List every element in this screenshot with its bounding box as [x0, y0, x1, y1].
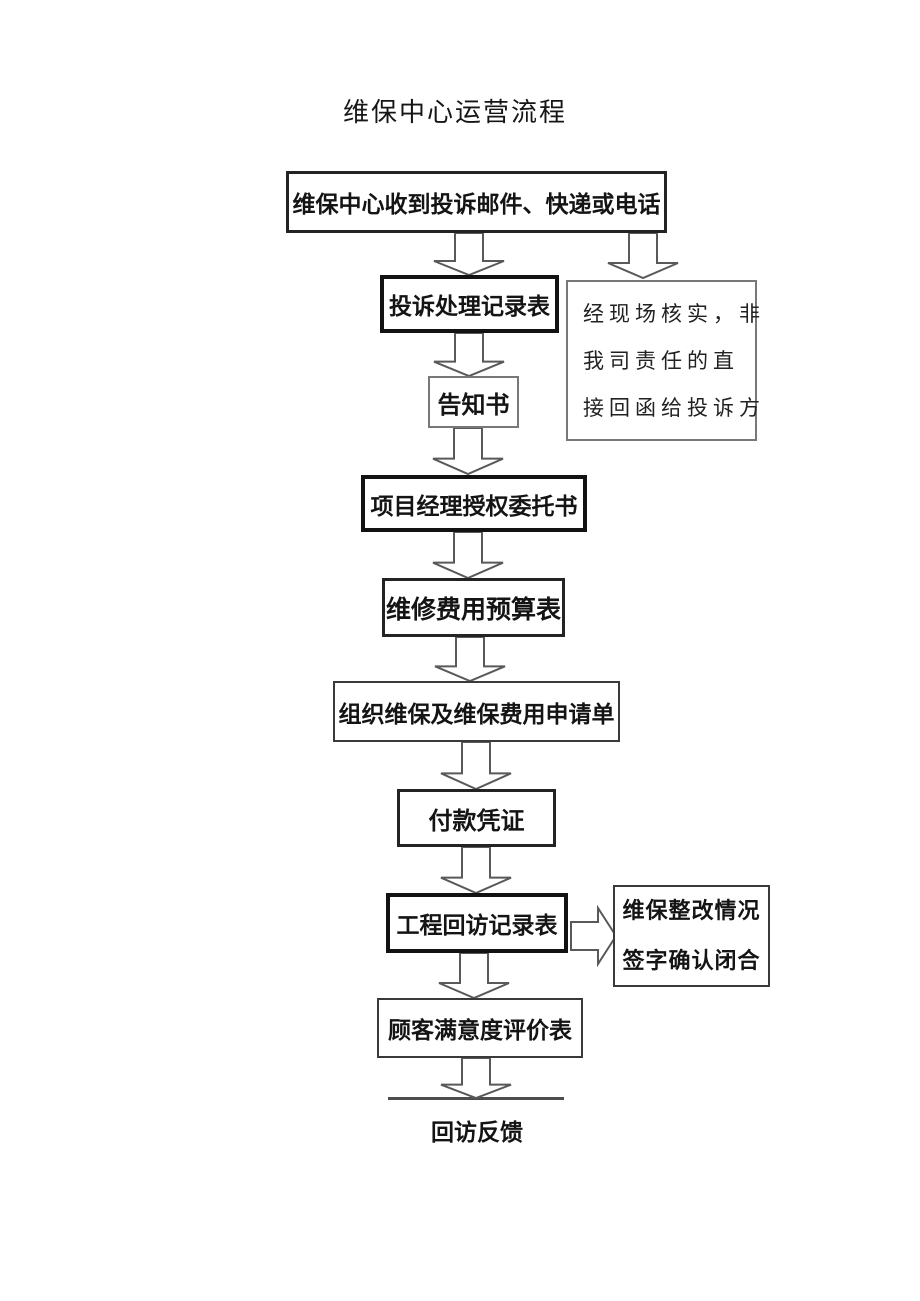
arrow-down-icon — [441, 742, 511, 789]
arrow-down-icon — [434, 333, 504, 376]
flow-box-satisfaction: 顾客满意度评价表 — [377, 998, 583, 1058]
side-note-verify-line: 经现场核实，非 — [583, 302, 765, 326]
arrow-down-icon — [439, 953, 509, 998]
arrow-down-icon — [608, 233, 678, 278]
flow-box-complaint-record: 投诉处理记录表 — [380, 275, 559, 333]
feedback-label: 回访反馈 — [431, 1119, 523, 1145]
flow-box-authorization: 项目经理授权委托书 — [361, 475, 587, 532]
flow-box-notice: 告知书 — [428, 376, 519, 428]
flow-box-payment: 付款凭证 — [397, 789, 556, 847]
flow-box-receive-complaint: 维保中心收到投诉邮件、快递或电话 — [286, 171, 667, 233]
flow-box-application: 组织维保及维保费用申请单 — [333, 681, 620, 742]
arrow-right-icon — [571, 908, 616, 964]
page-title: 维保中心运营流程 — [343, 98, 568, 127]
flow-box-budget: 维修费用预算表 — [382, 578, 565, 637]
side-note-rectify-line: 签字确认闭合 — [622, 948, 761, 973]
arrow-down-icon — [435, 637, 505, 681]
arrow-down-icon — [433, 428, 503, 474]
arrow-down-icon — [441, 847, 511, 893]
arrow-down-icon — [433, 532, 503, 578]
side-note-verify: 经现场核实，非 我司责任的直 接回函给投诉方 — [566, 280, 765, 441]
side-note-verify-line: 我司责任的直 — [583, 349, 739, 373]
flow-box-revisit-record: 工程回访记录表 — [386, 893, 568, 953]
side-note-rectify: 维保整改情况 签字确认闭合 — [613, 885, 770, 987]
side-note-rectify-line: 维保整改情况 — [622, 898, 761, 923]
side-note-verify-line: 接回函给投诉方 — [583, 396, 765, 420]
arrow-down-icon — [434, 233, 504, 275]
arrow-down-icon — [441, 1058, 511, 1098]
